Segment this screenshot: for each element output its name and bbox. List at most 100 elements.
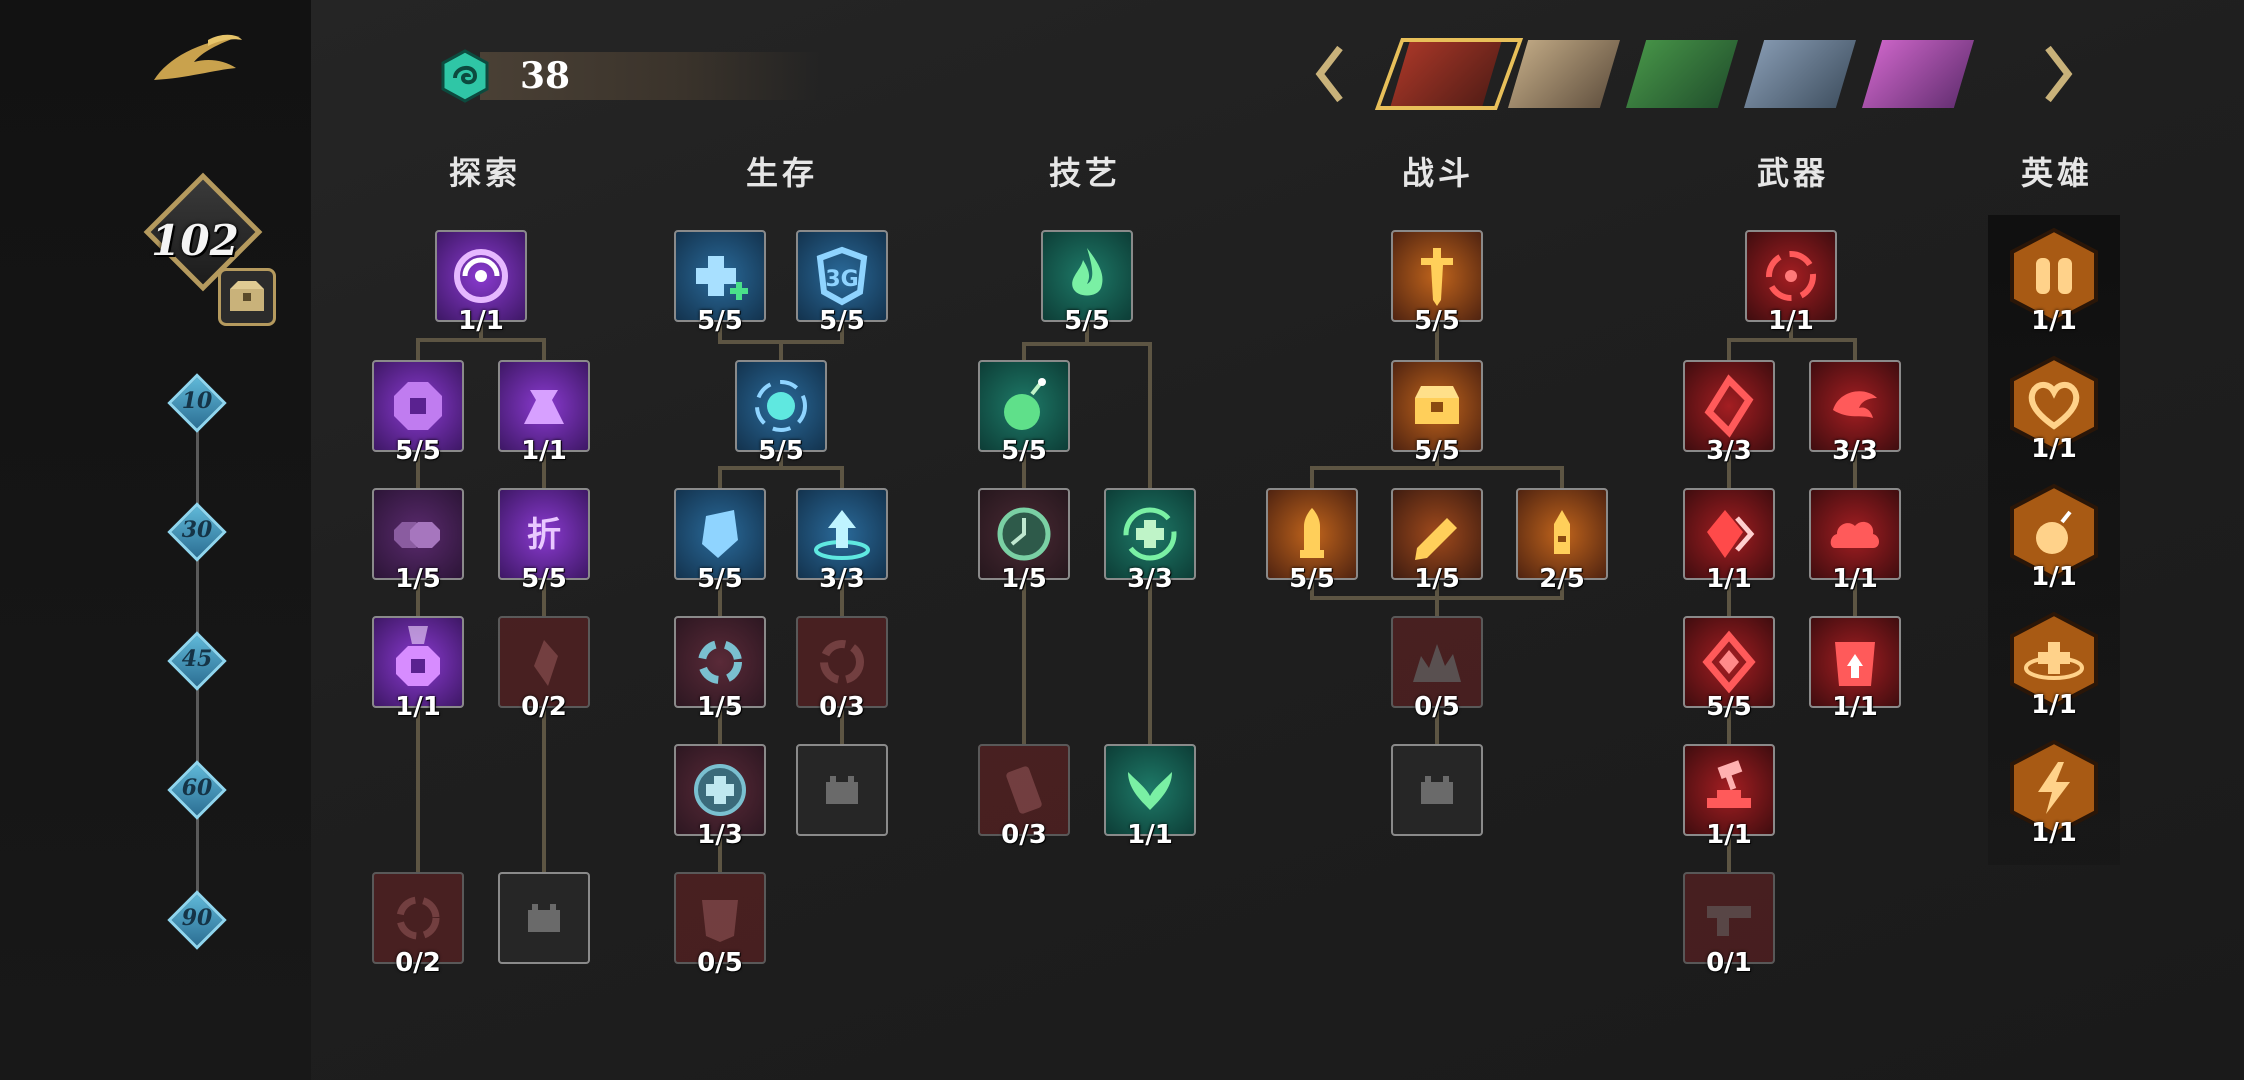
talent-weapon-gem[interactable] xyxy=(1683,616,1775,708)
discount-icon: 折 xyxy=(527,515,561,555)
tree-connector xyxy=(416,338,546,342)
rune-icon xyxy=(1704,374,1754,438)
node-frame xyxy=(674,872,766,964)
talent-explore-pouch[interactable] xyxy=(498,360,590,452)
tree-connector xyxy=(1727,580,1731,616)
talent-weapon-forge[interactable] xyxy=(1683,744,1775,836)
glowing-coin-icon xyxy=(396,626,440,686)
milestone-90[interactable]: 90 xyxy=(167,890,227,950)
talent-craft-wings[interactable] xyxy=(1104,744,1196,836)
talent-explore-coins[interactable] xyxy=(372,488,464,580)
heart-icon xyxy=(2028,382,2080,430)
talent-explore-locked[interactable] xyxy=(498,872,590,964)
talent-count: 1/1 xyxy=(2031,562,2077,592)
talent-combat-pen[interactable] xyxy=(1391,488,1483,580)
hero-tab-1[interactable] xyxy=(1390,40,1502,108)
tree-connector xyxy=(840,466,844,488)
hero-tab-3[interactable] xyxy=(1626,40,1738,108)
category-weapon: 武器 xyxy=(1717,150,1869,196)
chest-button[interactable] xyxy=(218,268,276,326)
milestone-45[interactable]: 45 xyxy=(167,631,227,691)
talent-count: 2/5 xyxy=(1539,564,1585,594)
node-frame xyxy=(1391,360,1483,452)
hero-tab-2[interactable] xyxy=(1508,40,1620,108)
talent-craft-timer[interactable] xyxy=(978,488,1070,580)
talent-combat-explosion[interactable] xyxy=(1391,616,1483,708)
talent-hero-revive[interactable] xyxy=(2010,612,2098,708)
node-frame xyxy=(978,488,1070,580)
talent-hero-bomb[interactable] xyxy=(2010,484,2098,580)
node-frame xyxy=(796,744,888,836)
talent-hero-lightning[interactable] xyxy=(2010,740,2098,836)
node-frame xyxy=(978,360,1070,452)
talent-explore-coin-glow[interactable] xyxy=(372,616,464,708)
talent-craft-scroll[interactable] xyxy=(978,744,1070,836)
talent-combat-locked[interactable] xyxy=(1391,744,1483,836)
tree-connector xyxy=(718,466,722,488)
talent-count: 5/5 xyxy=(395,436,441,466)
armor-plates-icon xyxy=(2036,258,2072,294)
talent-weapon-claw[interactable] xyxy=(1809,360,1901,452)
talent-weapon-cloud[interactable] xyxy=(1809,488,1901,580)
talent-explore-vortex[interactable] xyxy=(435,230,527,322)
talent-craft-flame[interactable] xyxy=(1041,230,1133,322)
currency-bar xyxy=(480,52,820,100)
talent-hero-armor[interactable] xyxy=(2010,228,2098,324)
talent-craft-bomb[interactable] xyxy=(978,360,1070,452)
talent-count: 1/1 xyxy=(1127,820,1173,850)
talent-survive-spin[interactable] xyxy=(674,616,766,708)
talent-count: 3/3 xyxy=(1127,564,1173,594)
gem-icon xyxy=(441,49,489,103)
talent-combat-shell[interactable] xyxy=(1516,488,1608,580)
talent-hero-heart[interactable] xyxy=(2010,356,2098,452)
treasure-chest-icon xyxy=(1415,386,1459,424)
tree-connector xyxy=(1435,452,1439,466)
talent-count: 5/5 xyxy=(1414,436,1460,466)
milestone-10[interactable]: 10 xyxy=(167,373,227,433)
anvil-hammer-icon xyxy=(1707,760,1751,808)
talent-combat-chest[interactable] xyxy=(1391,360,1483,452)
talent-survive-recycle[interactable] xyxy=(796,616,888,708)
node-frame xyxy=(435,230,527,322)
talent-explore-coin[interactable] xyxy=(372,360,464,452)
tree-connector xyxy=(718,580,722,616)
talent-weapon-diamond[interactable] xyxy=(1683,488,1775,580)
talent-weapon-banner[interactable] xyxy=(1809,616,1901,708)
tree-connector xyxy=(718,322,722,340)
tree-connector xyxy=(718,466,844,470)
shield-icon xyxy=(702,510,738,558)
talent-explore-cycle[interactable] xyxy=(372,872,464,964)
hero-tab-4[interactable] xyxy=(1744,40,1856,108)
hero-tab-5[interactable] xyxy=(1862,40,1974,108)
arrow-right-icon[interactable] xyxy=(2038,42,2078,106)
talent-survive-upgrade[interactable] xyxy=(796,488,888,580)
talent-survive-medkit[interactable] xyxy=(674,744,766,836)
arrow-left-icon[interactable] xyxy=(1310,42,1350,106)
category-explore: 探索 xyxy=(409,150,561,196)
talent-survive-cape[interactable] xyxy=(674,872,766,964)
talent-weapon-rune[interactable] xyxy=(1683,360,1775,452)
talent-count: 5/5 xyxy=(1706,692,1752,722)
spin-icon xyxy=(698,640,742,684)
tree-connector xyxy=(840,580,844,616)
talent-explore-crystal[interactable] xyxy=(498,616,590,708)
talent-survive-locked[interactable] xyxy=(796,744,888,836)
talent-survive-orb[interactable] xyxy=(735,360,827,452)
talent-combat-bullet[interactable] xyxy=(1266,488,1358,580)
category-combat: 战斗 xyxy=(1362,150,1514,196)
talent-combat-sword[interactable] xyxy=(1391,230,1483,322)
talent-craft-regen[interactable] xyxy=(1104,488,1196,580)
milestone-60[interactable]: 60 xyxy=(167,760,227,820)
talent-count: 1/5 xyxy=(1001,564,1047,594)
talent-survive-armor[interactable] xyxy=(674,488,766,580)
talent-survive-heal[interactable] xyxy=(674,230,766,322)
locked-chest-icon xyxy=(826,776,858,804)
talent-weapon-crosshair[interactable] xyxy=(1745,230,1837,322)
node-frame xyxy=(735,360,827,452)
talent-explore-discount[interactable]: 折 xyxy=(498,488,590,580)
talent-count: 0/3 xyxy=(819,692,865,722)
milestone-30[interactable]: 30 xyxy=(167,502,227,562)
talent-count: 1/5 xyxy=(395,564,441,594)
talent-survive-shield-3g[interactable]: 3G xyxy=(796,230,888,322)
talent-weapon-gun[interactable] xyxy=(1683,872,1775,964)
